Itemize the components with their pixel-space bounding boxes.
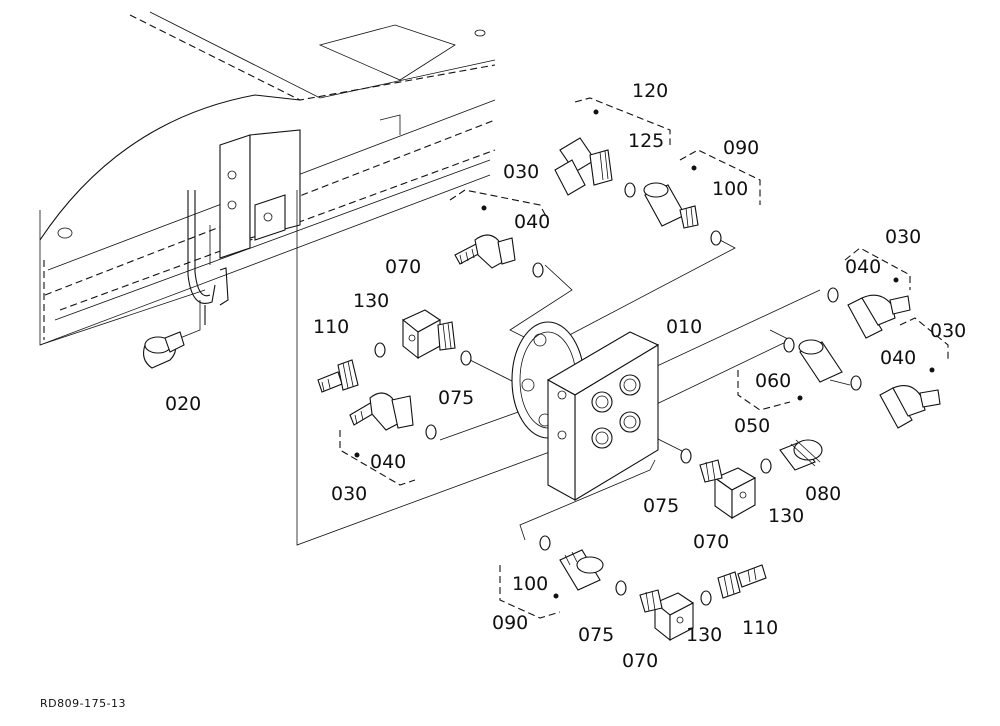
label-070-bottom: 070 (622, 650, 658, 672)
adapter-080 (779, 439, 823, 471)
manifold-block-010 (511, 321, 660, 501)
label-075-right: 075 (643, 495, 679, 517)
frame-chassis (39, 11, 496, 346)
label-110-left: 110 (313, 316, 349, 338)
label-130-bottom: 130 (686, 624, 722, 646)
block-fitting-070-left (401, 309, 456, 360)
drawing-reference: RD809-175-13 (40, 697, 126, 710)
adapter-090-upper (643, 182, 699, 229)
leader-lines (174, 190, 851, 546)
block-fitting-070-bottom (639, 589, 695, 642)
label-020: 020 (165, 393, 201, 415)
label-130-right: 130 (768, 505, 804, 527)
label-040-right-upper: 040 (845, 256, 881, 278)
label-070-left: 070 (385, 256, 421, 278)
label-040-right-lower: 040 (880, 347, 916, 369)
label-030-left: 030 (331, 483, 367, 505)
elbow-fitting-030-right-upper (847, 294, 911, 339)
o-rings (374, 182, 862, 606)
kit-brackets (339, 97, 949, 619)
elbow-fitting-030-upper (454, 234, 516, 269)
label-090-bottom: 090 (492, 612, 528, 634)
label-075-left: 075 (438, 387, 474, 409)
part-labels: 120 125 090 100 030 040 070 130 110 075 … (165, 80, 966, 672)
adapter-090-bottom (559, 549, 604, 591)
block-fitting-070-right (699, 459, 757, 520)
label-040-left: 040 (370, 451, 406, 473)
valve-120 (554, 137, 613, 196)
label-080: 080 (805, 483, 841, 505)
kit-dots (354, 109, 935, 599)
label-100-upper: 100 (712, 178, 748, 200)
label-125: 125 (628, 130, 664, 152)
label-100-bottom: 100 (512, 573, 548, 595)
label-050: 050 (734, 415, 770, 437)
label-030-upper: 030 (503, 161, 539, 183)
label-030-right-lower: 030 (930, 320, 966, 342)
label-130-left: 130 (353, 290, 389, 312)
label-070-right: 070 (693, 531, 729, 553)
label-030-right-upper: 030 (885, 226, 921, 248)
elbow-fitting-030-left (349, 392, 414, 431)
adapter-050 (798, 339, 843, 383)
label-110-bottom: 110 (742, 617, 778, 639)
straight-fitting-110-left (317, 359, 359, 393)
plug-020 (143, 331, 185, 369)
label-040-upper: 040 (514, 211, 550, 233)
label-010: 010 (666, 316, 702, 338)
label-090-upper: 090 (723, 137, 759, 159)
label-075-bottom: 075 (578, 624, 614, 646)
label-060: 060 (755, 370, 791, 392)
label-120: 120 (632, 80, 668, 102)
straight-fitting-110-bottom (717, 564, 767, 599)
elbow-fitting-030-right-lower (879, 385, 941, 429)
